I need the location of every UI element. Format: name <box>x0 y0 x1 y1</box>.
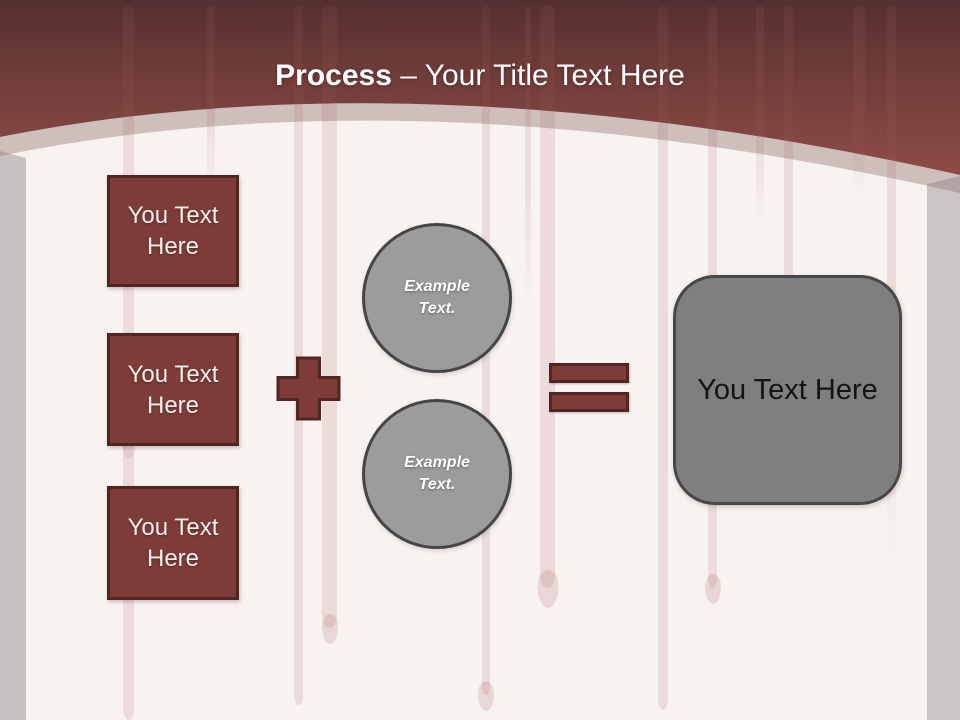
drip-stain <box>756 6 764 232</box>
slide-title: Process – Your Title Text Here <box>0 57 960 95</box>
plus-icon <box>276 356 341 421</box>
example-circle-1: Example Text. <box>362 223 512 373</box>
result-box: You Text Here <box>673 275 902 505</box>
drip-stain <box>784 6 793 418</box>
drip-stain <box>525 6 531 310</box>
input-box-3: You Text Here <box>107 486 239 600</box>
input-box-1: You Text Here <box>107 175 239 287</box>
input-box-2: You Text Here <box>107 333 239 446</box>
example-circle-2: Example Text. <box>362 399 512 549</box>
drip-stain <box>540 6 555 588</box>
input-box-3-label: You Text Here <box>127 514 219 572</box>
right-edge-band <box>927 176 960 720</box>
drip-stain <box>207 6 215 200</box>
slide-title-rest: – Your Title Text Here <box>400 59 685 92</box>
drip-stain <box>853 6 865 198</box>
drip-stain <box>322 6 337 628</box>
result-box-label: You Text Here <box>697 373 878 406</box>
header-under-band <box>0 103 960 193</box>
header-arc <box>0 0 960 193</box>
equals-icon <box>549 363 629 412</box>
left-edge-band <box>0 151 26 720</box>
drip-stain <box>294 6 303 705</box>
equals-bar-top <box>549 363 629 383</box>
input-box-2-label: You Text Here <box>127 360 219 419</box>
header-red-area <box>0 0 960 175</box>
example-circle-2-label: Example Text. <box>404 454 470 493</box>
slide-title-emphasis: Process <box>275 59 392 92</box>
input-box-1-label: You Text Here <box>127 202 219 260</box>
equals-bar-bottom <box>549 392 629 412</box>
example-circle-1-label: Example Text. <box>404 278 470 317</box>
drip-stain <box>658 6 668 710</box>
